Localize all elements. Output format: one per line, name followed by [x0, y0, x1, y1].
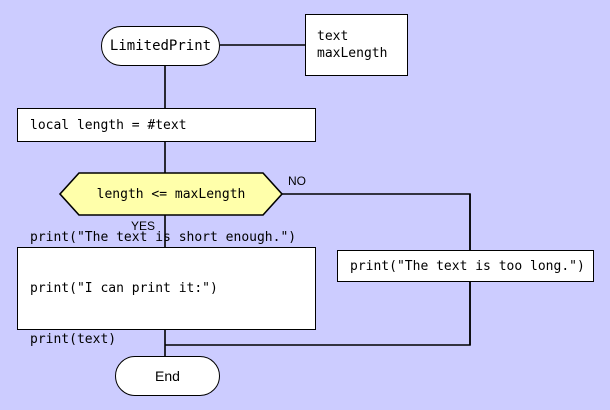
edge-label-yes: YES — [131, 219, 156, 233]
node-print-long-label: print("The text is too long.") — [350, 258, 585, 274]
node-parameters-line1: text — [317, 29, 349, 44]
node-print-long[interactable]: print("The text is too long.") — [337, 250, 594, 282]
node-condition-label: length <= maxLength — [96, 186, 246, 202]
node-print-short-line1: print("The text is short enough.") — [30, 230, 297, 245]
node-end-label: End — [155, 367, 180, 384]
node-parameters[interactable]: text maxLength — [305, 14, 408, 76]
node-start[interactable]: LimitedPrint — [101, 26, 220, 66]
node-assign-length-label: local length = #text — [30, 117, 187, 133]
node-end[interactable]: End — [115, 356, 220, 396]
node-assign-length[interactable]: local length = #text — [17, 108, 316, 142]
node-print-short-line2: print("I can print it:") — [30, 281, 218, 296]
node-start-label: LimitedPrint — [109, 37, 212, 54]
edge-label-no: NO — [288, 174, 306, 188]
node-print-short-line3: print(text) — [30, 332, 117, 347]
node-print-short[interactable]: print("The text is short enough.") print… — [17, 230, 316, 347]
node-print-short-lines: print("The text is short enough.") print… — [30, 195, 296, 382]
condition-hexagon-shape — [58, 172, 284, 216]
node-condition-label-wrap: length <= maxLength — [58, 171, 284, 217]
node-condition[interactable] — [58, 171, 284, 217]
node-parameters-line2: maxLength — [317, 46, 388, 61]
